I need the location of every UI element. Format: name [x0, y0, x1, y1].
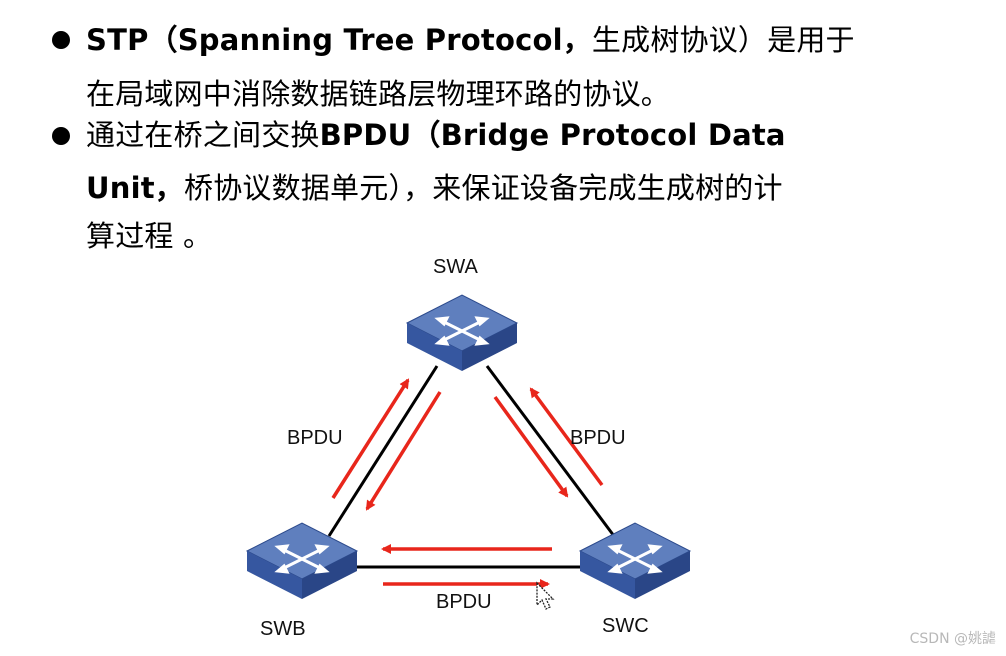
switch-icon — [405, 294, 519, 371]
edge-label-bpdu-right: BPDU — [570, 427, 626, 449]
edge-label-bpdu-left: BPDU — [287, 427, 343, 449]
switch-icon — [578, 522, 692, 599]
arrow-swb-to-swa — [331, 378, 410, 499]
bullet-1-line-2: 在局域网中消除数据链路层物理环路的协议。 — [86, 77, 671, 111]
link-swa-swb — [327, 365, 439, 537]
node-label-swb: SWB — [260, 618, 306, 640]
switch-icon — [245, 522, 359, 599]
bullet-2-line-1: 通过在桥之间交换BPDU（Bridge Protocol Data — [86, 121, 786, 150]
bullet-1-line-1-bold: STP（Spanning Tree Protocol， — [86, 23, 592, 57]
link-swa-swc — [485, 365, 616, 537]
arrow-swa-to-swc — [493, 395, 569, 498]
bullet-2-line-1-bold: BPDU（Bridge Protocol Data — [319, 118, 786, 152]
mouse-cursor-icon — [536, 581, 555, 610]
edge-label-bpdu-bottom: BPDU — [436, 591, 492, 613]
arrow-swc-to-swa — [529, 387, 604, 487]
node-label-swc: SWC — [602, 615, 649, 637]
watermark: CSDN @姚謔 — [909, 631, 996, 647]
bullet-2-line-1-rest: 通过在桥之间交换 — [86, 118, 320, 152]
bullet-dot-2 — [52, 127, 70, 145]
bullet-1-line-1-rest: 生成树协议）是用于 — [591, 23, 855, 57]
bullet-dot-1 — [52, 31, 70, 49]
arrow-swa-to-swb — [365, 391, 442, 511]
bullet-2-line-3: 算过程 。 — [86, 219, 213, 253]
bullet-1-line-1: STP（Spanning Tree Protocol，生成树协议）是用于 — [86, 26, 855, 55]
bullet-2-line-2-bold: Unit， — [86, 171, 184, 205]
bullet-2-line-2-rest: 桥协议数据单元），来保证设备完成生成树的计 — [184, 171, 783, 205]
bullet-2-line-2: Unit，桥协议数据单元），来保证设备完成生成树的计 — [86, 174, 783, 203]
node-label-swa: SWA — [433, 256, 478, 278]
